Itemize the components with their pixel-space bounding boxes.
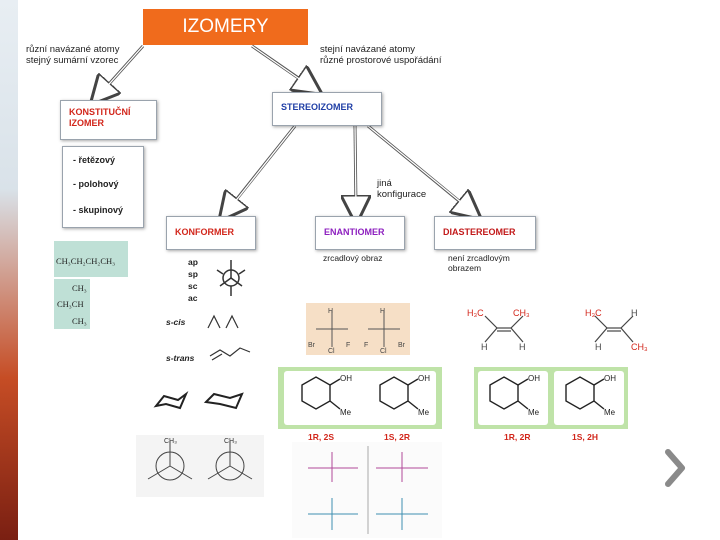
conformer-types: ap sp sc ac <box>188 256 198 304</box>
box-enantiomer: ENANTIOMER <box>315 216 405 250</box>
conf-sp: sp <box>188 269 198 279</box>
enantiomer-description: zrcadlový obraz <box>323 253 383 263</box>
box-diastereomer: DIASTEREOMER <box>434 216 536 250</box>
cis-h-left: H <box>481 342 488 352</box>
newman-ch3-right: CH₃ <box>224 438 237 445</box>
cyclohexane-chairs-icon <box>153 390 244 410</box>
label-1s-2r: 1S, 2R <box>384 432 410 442</box>
ring4-oh: OH <box>604 374 616 383</box>
next-slide-chevron-icon[interactable] <box>662 448 688 488</box>
newman-ch3-left: CH₃ <box>164 438 177 445</box>
note-stereo: stejní navázané atomy různé prostorové u… <box>320 44 442 66</box>
type-group: - skupinový <box>73 205 124 215</box>
diastereomer-description: není zrcadlovým obrazem <box>448 253 510 273</box>
sawhorse-projections-icon <box>292 442 442 538</box>
panel-isobutane: CH₃ CH₃CH CH₃ <box>54 279 90 329</box>
panel-butane: CH₃CH₂CH₂CH₃ <box>54 241 128 277</box>
isobutane-mid: CH₃CH <box>57 299 84 309</box>
panel-enantiomer-rings: OH Me OH Me <box>278 367 442 429</box>
list-constitutional-types: - řetězový - polohový - skupinový <box>62 146 144 228</box>
ring3-me: Me <box>528 408 540 417</box>
proj-f-right: F <box>364 342 368 349</box>
ring4-me: Me <box>604 408 616 417</box>
box-conformer: KONFORMER <box>166 216 256 250</box>
proj-f-left: F <box>346 342 350 349</box>
ring2-me: Me <box>418 408 430 417</box>
proj-h-right: H <box>380 308 385 315</box>
type-chain: - řetězový <box>73 155 116 165</box>
trans-ch3: CH₃ <box>631 342 648 352</box>
panel-diastereomer-rings: OH Me OH Me <box>474 367 628 429</box>
ring1-oh: OH <box>340 374 352 383</box>
diene-conformation-icon <box>207 314 251 361</box>
conf-ac: ac <box>188 293 198 303</box>
proj-br-right: Br <box>398 342 406 349</box>
cis-h3c: H₃C <box>467 308 484 318</box>
ring2-oh: OH <box>418 374 430 383</box>
newman-projection-icon <box>216 260 246 296</box>
box-constitutional-isomer: KONSTITUČNÍ IZOMER <box>60 100 157 140</box>
isobutane-bottom: CH₃ <box>72 316 87 326</box>
label-s-cis: s-cis <box>166 317 186 327</box>
cis-ch3: CH₃ <box>513 308 530 318</box>
label-1s-2h: 1S, 2H <box>572 432 598 442</box>
proj-cl-left: Cl <box>328 348 335 355</box>
conf-ap: ap <box>188 257 198 267</box>
note-constitutional: různí navázané atomy stejný sumární vzor… <box>26 44 120 66</box>
isobutane-top: CH₃ <box>72 283 87 293</box>
ring1-me: Me <box>340 408 352 417</box>
left-decor-bar <box>0 0 18 540</box>
label-s-trans: s-trans <box>166 353 195 363</box>
panel-enantiomer-projection: H H Br Br F F Cl Cl <box>306 303 410 355</box>
panel-cis-trans-alkenes: H₃C CH₃ H H H₃C H H CH₃ <box>455 302 670 354</box>
note-configuration: jiná konfigurace <box>377 178 427 200</box>
newman-pair-icon: CH₃ CH₃ <box>136 435 264 497</box>
trans-h-bottom: H <box>595 342 602 352</box>
proj-cl-right: Cl <box>380 348 387 355</box>
type-position: - polohový <box>73 179 119 189</box>
page-title: IZOMERY <box>143 9 308 45</box>
label-1r-2r: 1R, 2R <box>504 432 531 442</box>
proj-h-left: H <box>328 308 333 315</box>
trans-h-top: H <box>631 308 638 318</box>
proj-br-left: Br <box>308 342 316 349</box>
label-1r-2s: 1R, 2S <box>308 432 334 442</box>
butane-formula: CH₃CH₂CH₂CH₃ <box>56 256 116 266</box>
ring3-oh: OH <box>528 374 540 383</box>
cis-h-right: H <box>519 342 526 352</box>
trans-h3c: H₃C <box>585 308 602 318</box>
conf-sc: sc <box>188 281 198 291</box>
box-stereoisomer: STEREOIZOMER <box>272 92 382 126</box>
